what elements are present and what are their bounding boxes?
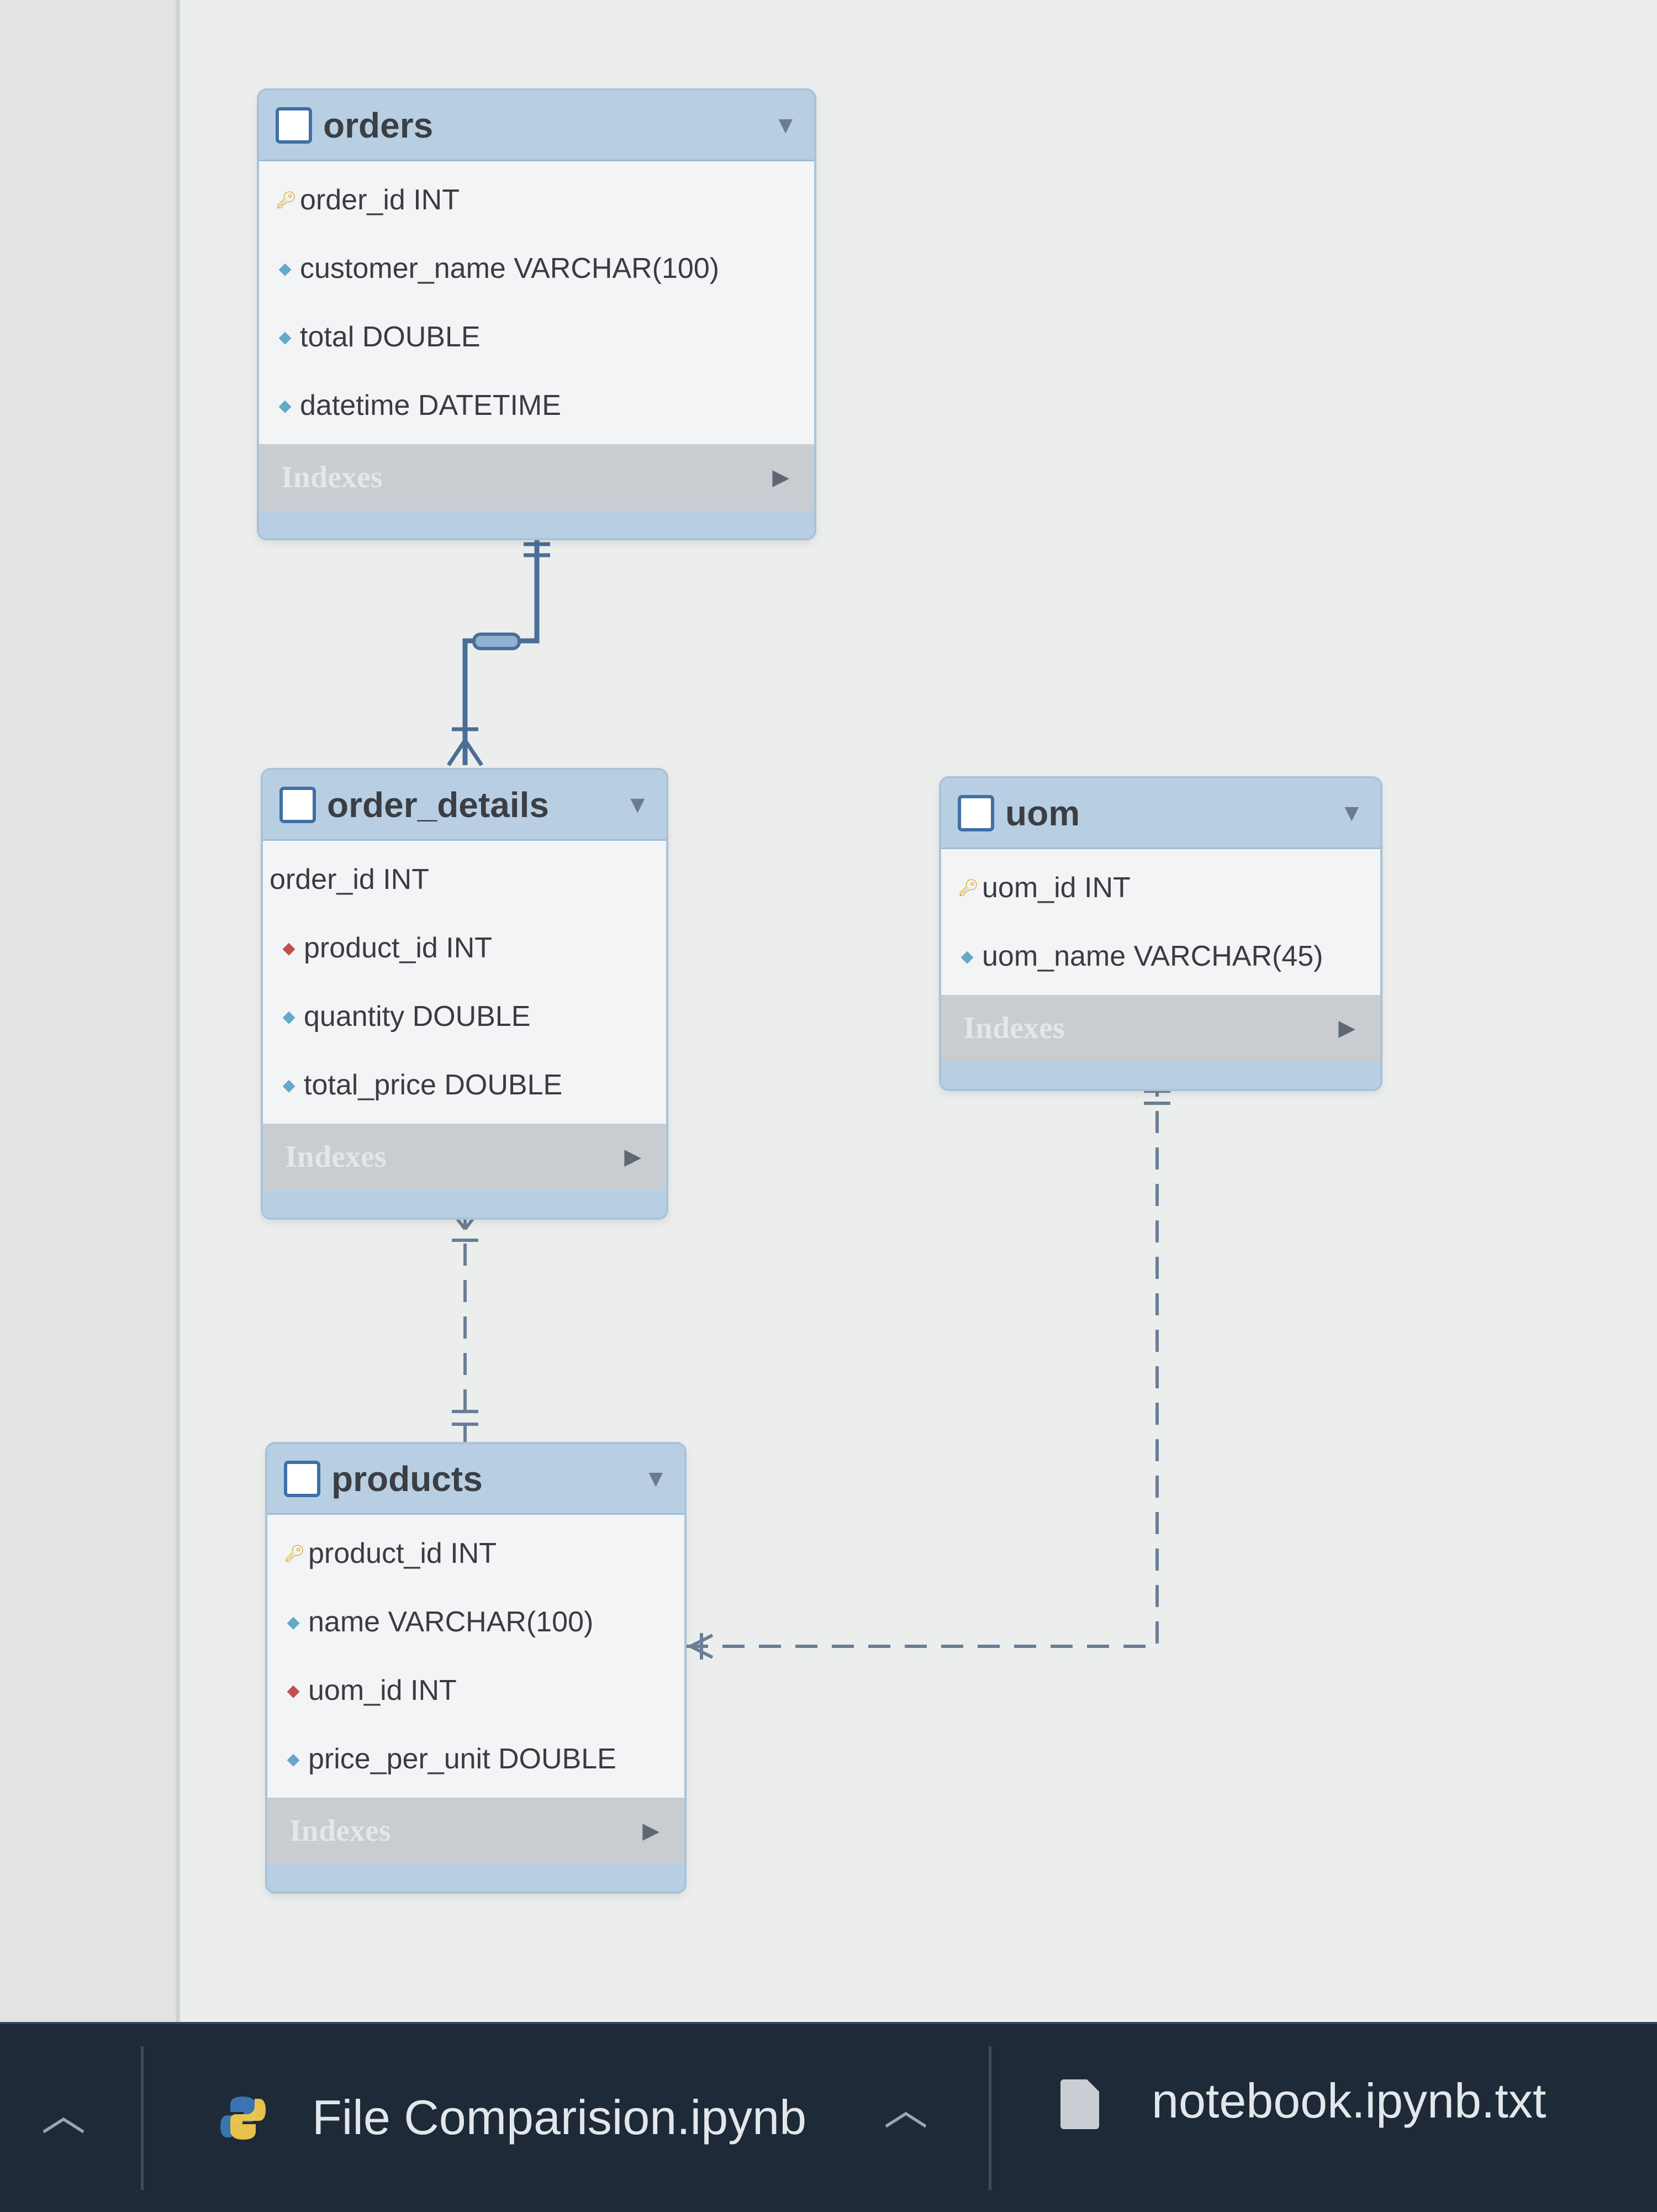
chevron-up-icon[interactable]: ︿ xyxy=(884,2085,928,2134)
attribute-diamond-icon: ◆ xyxy=(287,1750,300,1768)
column-list: 🔑︎ uom_id INT ◆ uom_name VARCHAR(45) xyxy=(941,849,1380,995)
attribute-diamond-icon: ◆ xyxy=(278,259,292,278)
entity-order-details[interactable]: order_details ▼ order_id INT ◆ product_i… xyxy=(261,768,668,1220)
foreign-key-diamond-icon: ◆ xyxy=(287,1681,300,1700)
entity-footer xyxy=(267,1864,684,1892)
expand-arrow-icon[interactable]: ▶ xyxy=(642,1819,659,1843)
relationship-products-order-details[interactable] xyxy=(447,1206,483,1442)
entity-title: products xyxy=(331,1458,483,1499)
left-gutter xyxy=(0,0,176,2022)
attribute-diamond-icon: ◆ xyxy=(282,1007,295,1026)
column-row[interactable]: ◆ name VARCHAR(100) xyxy=(267,1588,684,1656)
collapse-arrow-icon[interactable]: ▼ xyxy=(773,111,798,139)
relationship-connectors xyxy=(447,525,1170,1660)
entity-title: orders xyxy=(323,105,434,145)
gutter-divider xyxy=(176,0,180,2022)
table-icon xyxy=(284,1460,320,1497)
column-row[interactable]: 🔑︎ order_id INT xyxy=(259,166,814,234)
entity-header[interactable]: uom ▼ xyxy=(941,778,1380,849)
column-label: order_id INT xyxy=(270,863,429,896)
entity-title: order_details xyxy=(327,784,549,825)
indexes-section[interactable]: Indexes ▶ xyxy=(263,1124,666,1190)
column-label: order_id INT xyxy=(300,184,460,216)
column-list: 🔑︎ order_id INT ◆ customer_name VARCHAR(… xyxy=(259,161,814,444)
diagram-canvas: orders ▼ 🔑︎ order_id INT ◆ customer_name… xyxy=(0,0,1382,2022)
indexes-label: Indexes xyxy=(289,1814,391,1848)
column-row[interactable]: 🔑︎ product_id INT xyxy=(267,1519,684,1588)
table-icon xyxy=(958,794,994,831)
expand-arrow-icon[interactable]: ▶ xyxy=(1338,1016,1355,1040)
download-filename: File Comparision.ipynb xyxy=(312,2090,807,2145)
indexes-label: Indexes xyxy=(285,1140,387,1174)
entity-uom[interactable]: uom ▼ 🔑︎ uom_id INT ◆ uom_name VARCHAR(4… xyxy=(939,776,1382,1091)
separator xyxy=(989,2046,991,2190)
column-label: uom_id INT xyxy=(982,872,1131,904)
entity-footer xyxy=(263,1190,666,1218)
column-label: uom_id INT xyxy=(308,1674,457,1707)
column-row[interactable]: ◆ uom_id INT xyxy=(267,1656,684,1725)
column-list: order_id INT ◆ product_id INT ◆ quantity… xyxy=(263,841,666,1124)
primary-key-icon: 🔑︎ xyxy=(276,191,297,209)
entity-title: uom xyxy=(1005,793,1080,833)
column-row[interactable]: ◆ datetime DATETIME xyxy=(259,371,814,440)
indexes-label: Indexes xyxy=(281,460,383,494)
entity-footer xyxy=(259,510,814,538)
entity-products[interactable]: products ▼ 🔑︎ product_id INT ◆ name VARC… xyxy=(265,1442,687,1894)
column-row[interactable]: order_id INT xyxy=(263,845,666,914)
indexes-label: Indexes xyxy=(963,1011,1065,1045)
entity-orders[interactable]: orders ▼ 🔑︎ order_id INT ◆ customer_name… xyxy=(257,88,816,540)
python-icon xyxy=(220,2097,266,2140)
column-label: price_per_unit DOUBLE xyxy=(308,1743,616,1775)
column-row[interactable]: 🔑︎ uom_id INT xyxy=(941,854,1380,922)
download-bar: ︿ File Comparision.ipynb ︿ notebook.ipyn… xyxy=(0,2022,1657,2212)
table-icon xyxy=(279,786,316,823)
column-label: total DOUBLE xyxy=(300,321,481,353)
column-list: 🔑︎ product_id INT ◆ name VARCHAR(100) ◆ … xyxy=(267,1515,684,1798)
relationship-uom-products[interactable] xyxy=(685,1075,1170,1660)
collapse-arrow-icon[interactable]: ▼ xyxy=(643,1465,668,1492)
column-row[interactable]: ◆ total DOUBLE xyxy=(259,303,814,371)
entity-header[interactable]: order_details ▼ xyxy=(263,770,666,841)
column-label: product_id INT xyxy=(308,1537,497,1570)
attribute-diamond-icon: ◆ xyxy=(287,1613,300,1631)
attribute-diamond-icon: ◆ xyxy=(278,396,292,415)
column-label: product_id INT xyxy=(304,932,493,964)
expand-arrow-icon[interactable]: ▶ xyxy=(624,1145,641,1169)
indexes-section[interactable]: Indexes ▶ xyxy=(259,444,814,510)
attribute-diamond-icon: ◆ xyxy=(278,328,292,346)
collapse-arrow-icon[interactable]: ▼ xyxy=(1339,799,1364,826)
separator xyxy=(141,2046,144,2190)
expand-arrow-icon[interactable]: ▶ xyxy=(772,465,789,489)
chevron-up-icon[interactable]: ︿ xyxy=(41,2090,86,2140)
column-label: customer_name VARCHAR(100) xyxy=(300,252,720,285)
column-row[interactable]: ◆ price_per_unit DOUBLE xyxy=(267,1725,684,1793)
table-icon xyxy=(276,107,312,144)
text-file-icon xyxy=(1060,2079,1099,2129)
entity-header[interactable]: orders ▼ xyxy=(259,91,814,161)
column-row[interactable]: ◆ quantity DOUBLE xyxy=(263,982,666,1051)
relationship-orders-order-details[interactable] xyxy=(447,525,550,766)
column-row[interactable]: ◆ uom_name VARCHAR(45) xyxy=(941,922,1380,991)
primary-key-icon: 🔑︎ xyxy=(958,878,979,897)
attribute-diamond-icon: ◆ xyxy=(282,1076,295,1094)
column-row[interactable]: ◆ product_id INT xyxy=(263,914,666,982)
primary-key-icon: 🔑︎ xyxy=(284,1544,305,1563)
entity-header[interactable]: products ▼ xyxy=(267,1444,684,1515)
column-label: name VARCHAR(100) xyxy=(308,1606,594,1638)
column-row[interactable]: ◆ total_price DOUBLE xyxy=(263,1051,666,1119)
indexes-section[interactable]: Indexes ▶ xyxy=(267,1798,684,1864)
column-label: datetime DATETIME xyxy=(300,389,561,422)
foreign-key-diamond-icon: ◆ xyxy=(282,939,295,957)
column-row[interactable]: ◆ customer_name VARCHAR(100) xyxy=(259,234,814,303)
attribute-diamond-icon: ◆ xyxy=(961,947,974,966)
collapse-arrow-icon[interactable]: ▼ xyxy=(625,791,650,818)
column-label: total_price DOUBLE xyxy=(304,1069,563,1101)
indexes-section[interactable]: Indexes ▶ xyxy=(941,995,1380,1061)
column-label: uom_name VARCHAR(45) xyxy=(982,940,1323,972)
column-label: quantity DOUBLE xyxy=(304,1000,531,1033)
entity-footer xyxy=(941,1061,1380,1089)
download-filename: notebook.ipynb.txt xyxy=(1152,2073,1547,2128)
